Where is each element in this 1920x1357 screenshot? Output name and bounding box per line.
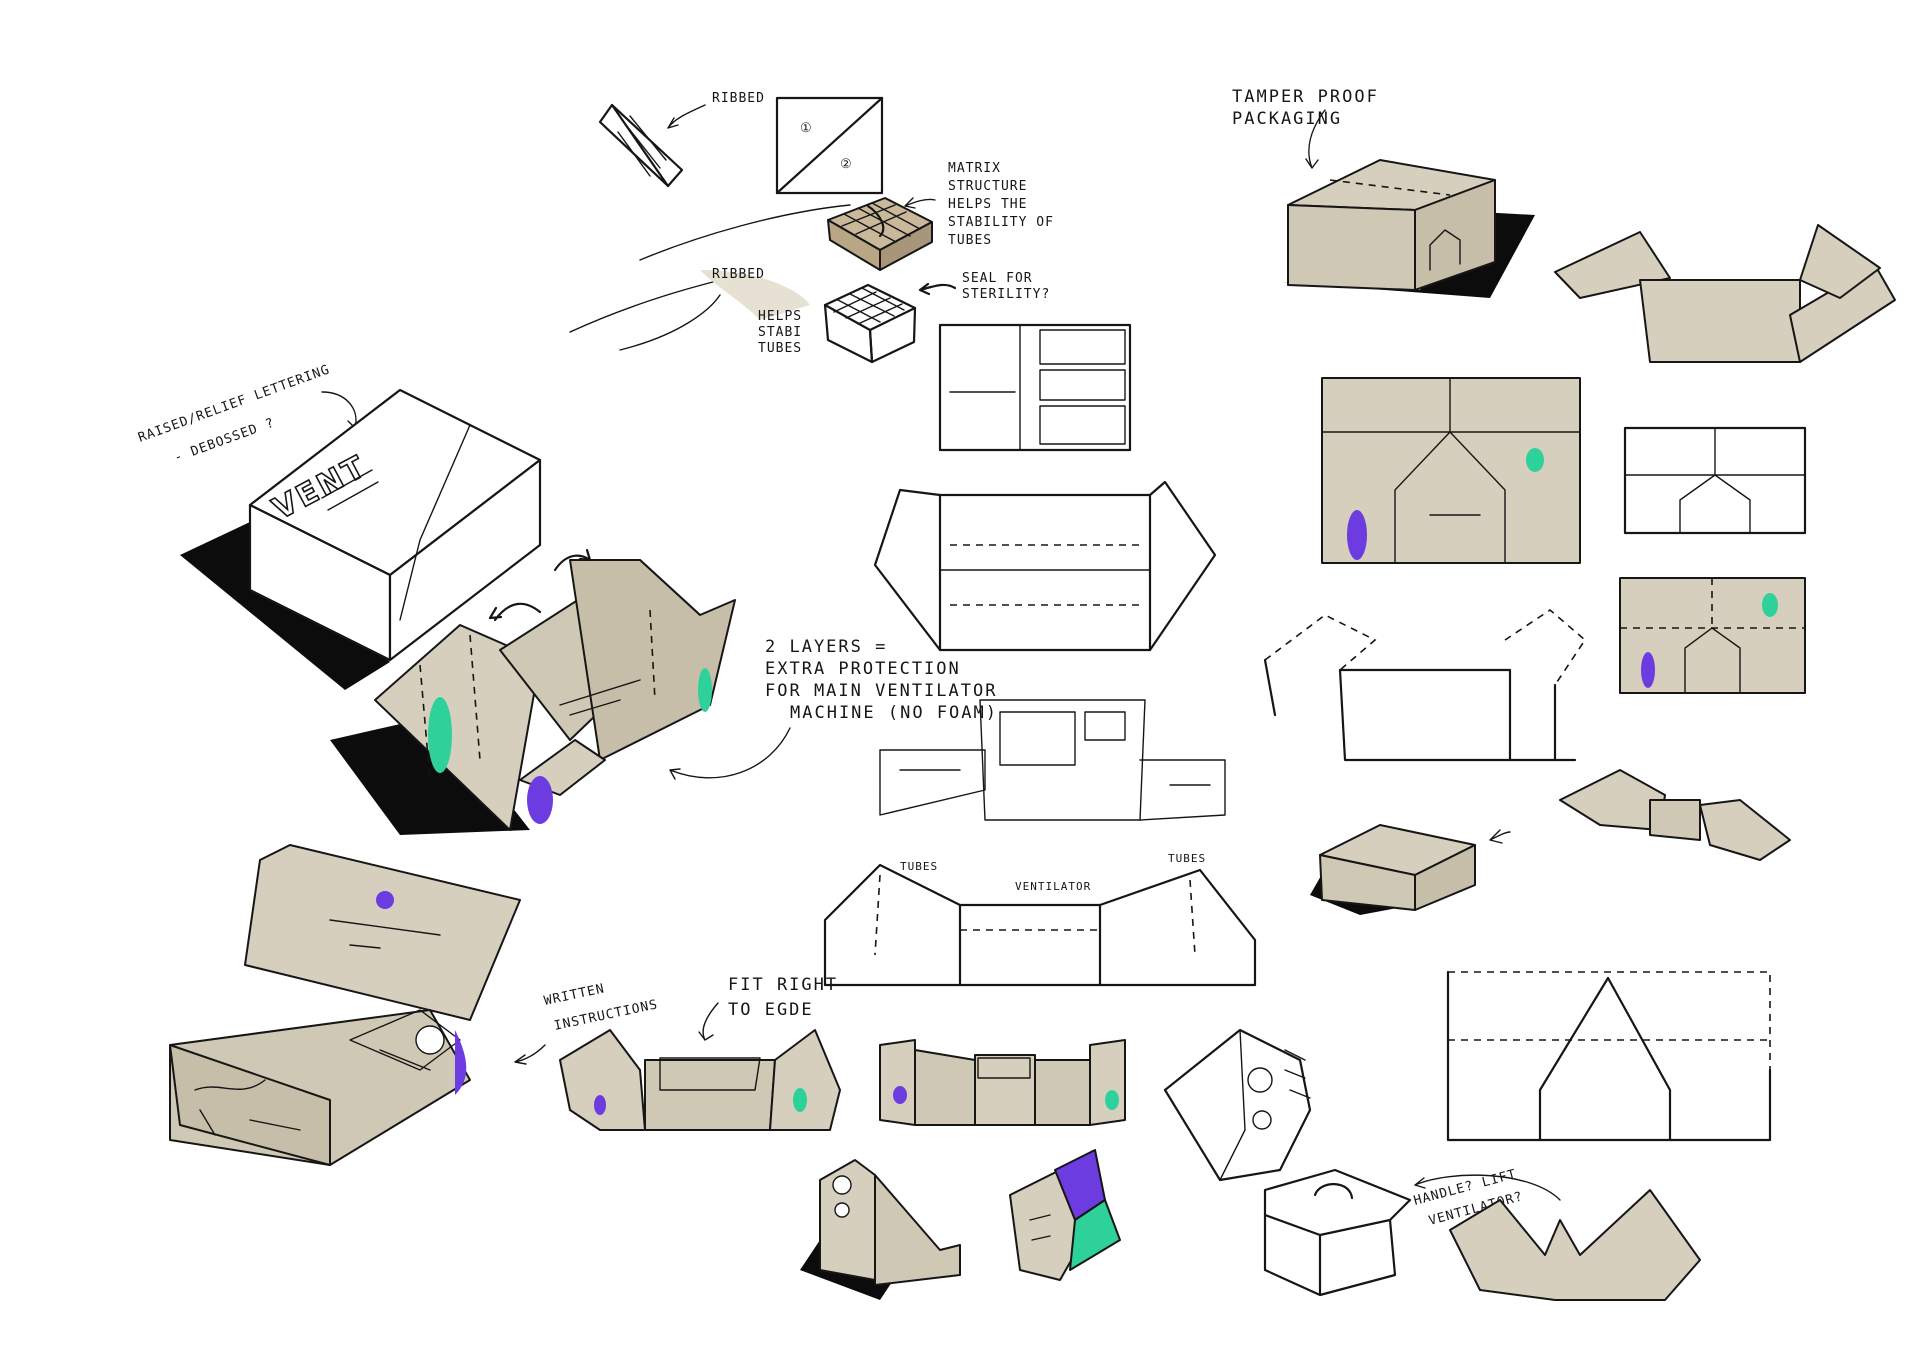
matrix-label-4: STABILITY OF: [948, 215, 1054, 230]
tubes-right-label: TUBES: [1168, 852, 1206, 865]
two-layer-box: [330, 548, 736, 835]
matrix-tray-sketch: [827, 197, 936, 271]
kraft-net-large: [1321, 377, 1581, 564]
kraft-closed-box: [1310, 824, 1511, 915]
white-net: [1623, 426, 1807, 535]
matrix-label-2: STRUCTURE: [948, 179, 1027, 194]
tamper-net: [1554, 224, 1896, 363]
quartered-square-sketch: ① ②: [775, 96, 884, 195]
purple-mark-6: [893, 1086, 907, 1104]
ribbed-slope-sketch: [569, 204, 851, 351]
written-label-1: WRITTEN: [543, 981, 607, 1009]
ventilator-dial: [415, 1025, 445, 1055]
purple-mark: [527, 776, 553, 824]
purple-mark-5: [594, 1095, 606, 1115]
svg-text:②: ②: [840, 157, 853, 172]
seal-label-2: STERILITY?: [962, 287, 1050, 302]
fit-label-2: TO EGDE: [728, 1000, 814, 1020]
purple-dot: [376, 891, 394, 909]
dial-3: [1247, 1067, 1273, 1093]
helps-label-1: HELPS: [758, 309, 802, 324]
handle-net-kraft: [1449, 1189, 1701, 1301]
helps-label-2: STABI: [758, 325, 802, 340]
kraft-net-small: [1619, 577, 1806, 694]
open-flap-box: [873, 480, 1217, 652]
ramp-box: [800, 1159, 961, 1300]
tamper-label-1: TAMPER PROOF: [1232, 87, 1379, 107]
matrix-label-3: HELPS THE: [948, 197, 1027, 212]
seal-label-1: SEAL FOR: [962, 271, 1033, 286]
green-mark-3: [1526, 448, 1544, 472]
layers-label-4: MACHINE (NO FOAM): [790, 703, 998, 723]
green-mark-5: [793, 1088, 807, 1112]
ribbed-top-label: RIBBED: [712, 91, 765, 106]
kraft-unfold-strip: [1559, 769, 1791, 861]
ribbed-bottom-label: RIBBED: [712, 267, 765, 282]
open-flap-wireframe: [1263, 608, 1587, 762]
dial-4: [1252, 1110, 1272, 1130]
svg-text:①: ①: [800, 121, 813, 136]
layers-label-2: EXTRA PROTECTION: [765, 659, 961, 679]
green-mark-4: [1762, 593, 1778, 617]
purple-mark-4: [1641, 652, 1655, 688]
ventilator-net-front: [879, 1039, 1126, 1126]
layers-label-3: FOR MAIN VENTILATOR: [765, 681, 997, 701]
ribbed-triangle-sketch: [598, 103, 706, 188]
helps-label-3: TUBES: [758, 341, 802, 356]
ventilator-label: VENTILATOR: [1015, 880, 1091, 893]
fit-edge-net: [559, 1029, 841, 1131]
matrix-label-1: MATRIX: [948, 161, 1001, 176]
fit-label-1: FIT RIGHT: [728, 975, 838, 995]
tamper-label-2: PACKAGING: [1232, 109, 1342, 129]
ventilator-box-sketch: [879, 699, 1226, 821]
matrix-label-5: TUBES: [948, 233, 992, 248]
compartment-plan: [938, 323, 1132, 452]
layers-label-1: 2 LAYERS =: [765, 637, 887, 657]
purple-mark-3: [1347, 510, 1367, 560]
dial-2: [834, 1202, 850, 1218]
handle-box-sketch: [1263, 1168, 1412, 1297]
clamshell-tray: [169, 844, 521, 1166]
tamper-proof-box: [1280, 159, 1535, 298]
green-mark-2: [698, 668, 712, 712]
purple-green-box: [1009, 1149, 1121, 1281]
instruction-box-sketch: [1163, 1028, 1312, 1182]
tubes-left-label: TUBES: [900, 860, 938, 873]
white-net-large: [1446, 970, 1772, 1142]
grid-tray-sketch: [823, 282, 957, 364]
tubes-ventilator-net: TUBES VENTILATOR TUBES: [823, 852, 1257, 987]
vent-box: VENT: [180, 388, 542, 690]
green-mark-6: [1105, 1090, 1119, 1110]
green-mark: [428, 697, 452, 773]
dial-1: [832, 1175, 852, 1195]
